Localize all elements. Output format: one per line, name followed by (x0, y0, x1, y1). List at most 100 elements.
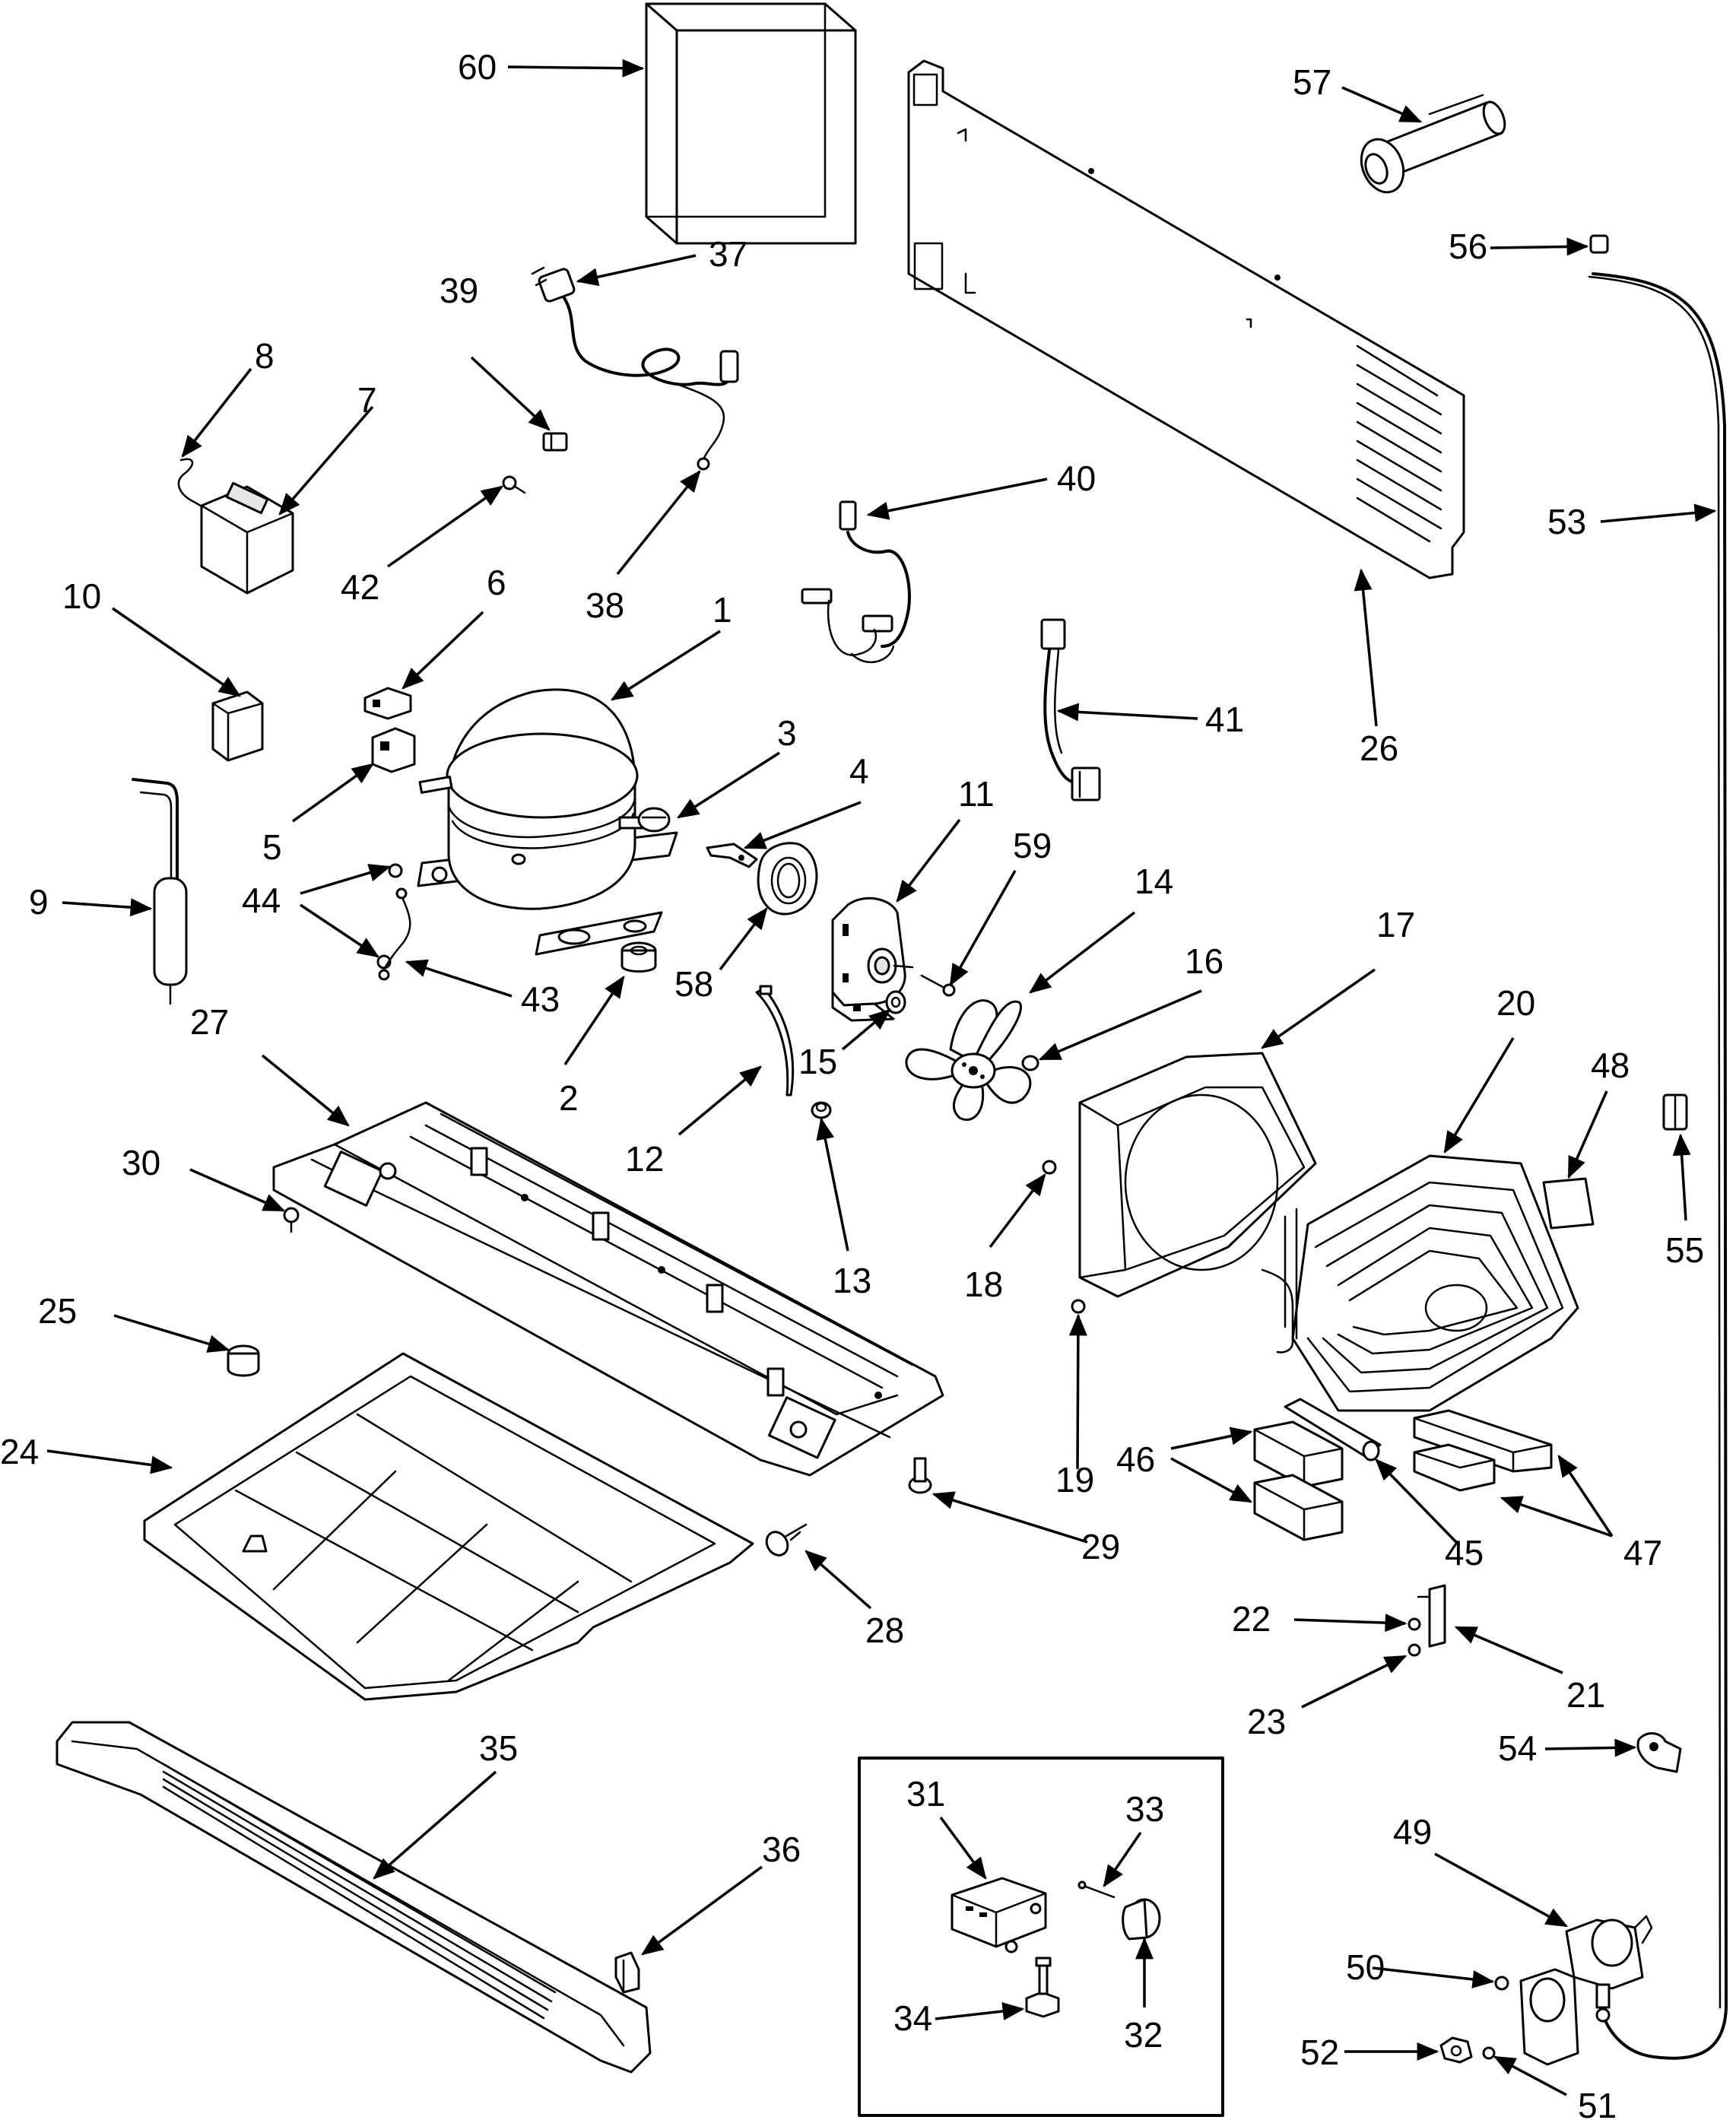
callout-4: 4 (849, 751, 869, 791)
part-51-washer (1482, 2046, 1496, 2060)
callout-18: 18 (964, 1265, 1003, 1304)
callout-50: 50 (1346, 1947, 1385, 1987)
callout-53: 53 (1547, 502, 1586, 541)
part-35-toe-grille (56, 1721, 652, 2074)
callout-34: 34 (893, 1998, 932, 2038)
part-52-nut (1439, 2036, 1473, 2064)
callout-3: 3 (777, 713, 797, 753)
callout-8: 8 (255, 336, 275, 376)
part-58-fan-mount-ring (757, 842, 818, 916)
callout-9: 9 (29, 882, 49, 922)
callout-20: 20 (1496, 983, 1535, 1023)
part-43-ground-wire (378, 887, 411, 981)
part-44-screws (376, 863, 403, 970)
part-22-screw (1408, 1617, 1421, 1631)
callout-2: 2 (559, 1078, 579, 1118)
part-34-leveling-leg (1025, 1957, 1060, 2018)
part-39-connector (542, 432, 568, 452)
part-3-grommet (637, 807, 671, 833)
callout-56: 56 (1449, 227, 1487, 266)
callout-11: 11 (958, 774, 995, 814)
part-40-wire-harness (801, 500, 911, 663)
callout-57: 57 (1293, 62, 1331, 102)
callout-14: 14 (1135, 862, 1173, 901)
part-17-evaporator-shroud (1078, 1052, 1317, 1298)
part-6-clamp (363, 687, 412, 720)
callout-45: 45 (1445, 1533, 1484, 1573)
callout-28: 28 (865, 1611, 904, 1650)
part-19-screw (1071, 1299, 1086, 1314)
callout-24: 24 (0, 1432, 39, 1471)
part-26-rear-panel (907, 59, 1465, 579)
callout-16: 16 (1185, 941, 1223, 981)
part-36-grille-clip (614, 1951, 640, 1994)
callout-27: 27 (190, 1002, 229, 1042)
callout-31: 31 (906, 1774, 945, 1814)
callout-32: 32 (1124, 2015, 1163, 2055)
part-16-nut (1021, 1055, 1039, 1071)
callout-13: 13 (833, 1261, 871, 1300)
callout-arrows (46, 59, 1717, 2096)
callout-58: 58 (674, 964, 713, 1004)
callout-6: 6 (487, 563, 506, 602)
callout-25: 25 (38, 1291, 77, 1331)
part-2-grommet (620, 941, 657, 973)
part-13-grommet (811, 1101, 832, 1119)
part-32-knob (1122, 1898, 1161, 1941)
part-55-clip (1662, 1093, 1688, 1131)
callout-52: 52 (1300, 2033, 1339, 2072)
part-28-screw (765, 1523, 808, 1557)
callout-33: 33 (1125, 1789, 1164, 1829)
part-12-clip (755, 985, 795, 1096)
callout-26: 26 (1360, 728, 1398, 768)
part-31-control-box (951, 1877, 1047, 1953)
panel-vent-slots (1356, 344, 1442, 543)
callout-37: 37 (709, 234, 747, 274)
part-18-screw (1042, 1160, 1057, 1175)
callout-7: 7 (357, 380, 377, 420)
part-10-overload-protector (211, 690, 264, 762)
callout-47: 47 (1623, 1533, 1662, 1573)
callout-60: 60 (458, 47, 497, 87)
part-53-water-tube (1588, 272, 1728, 2060)
part-50-screw (1494, 1976, 1509, 1991)
callout-1: 1 (712, 590, 732, 630)
callout-46: 46 (1116, 1439, 1155, 1479)
part-37-power-cord (531, 266, 739, 471)
part-46-foam-blocks (1253, 1420, 1344, 1541)
part-7-relay-cover (200, 481, 294, 595)
part-47-foam-blocks (1413, 1409, 1553, 1492)
part-1-compressor (417, 688, 678, 956)
part-60-insulation-pad (645, 2, 857, 245)
callout-41: 41 (1205, 700, 1244, 739)
callout-22: 22 (1232, 1599, 1271, 1639)
callout-42: 42 (341, 567, 379, 607)
part-9-drier (132, 778, 188, 1005)
part-54-tube-clamp (1636, 1732, 1682, 1773)
callout-29: 29 (1081, 1527, 1120, 1566)
part-49-water-valve (1519, 1915, 1653, 2066)
callout-38: 38 (586, 586, 624, 625)
callout-48: 48 (1591, 1046, 1630, 1085)
callout-12: 12 (625, 1139, 664, 1179)
callout-55: 55 (1665, 1230, 1704, 1270)
callout-21: 21 (1566, 1675, 1605, 1715)
part-21-bracket (1417, 1584, 1446, 1648)
callout-51: 51 (1578, 2086, 1617, 2120)
callout-17: 17 (1376, 905, 1415, 944)
callout-43: 43 (521, 979, 560, 1019)
part-5-relay (371, 727, 416, 773)
part-33-pin (1077, 1880, 1116, 1899)
callout-23: 23 (1247, 1702, 1286, 1741)
part-25-plug (227, 1344, 260, 1377)
part-27-base-rail (272, 1101, 944, 1477)
part-20-evaporator (1261, 1154, 1579, 1412)
part-48-label (1542, 1177, 1595, 1230)
callout-35: 35 (479, 1728, 518, 1768)
part-29-screw (908, 1457, 932, 1494)
callout-40: 40 (1057, 459, 1096, 498)
part-4-fan-bracket (706, 843, 758, 868)
callout-36: 36 (762, 1830, 801, 1869)
callout-10: 10 (62, 576, 101, 616)
